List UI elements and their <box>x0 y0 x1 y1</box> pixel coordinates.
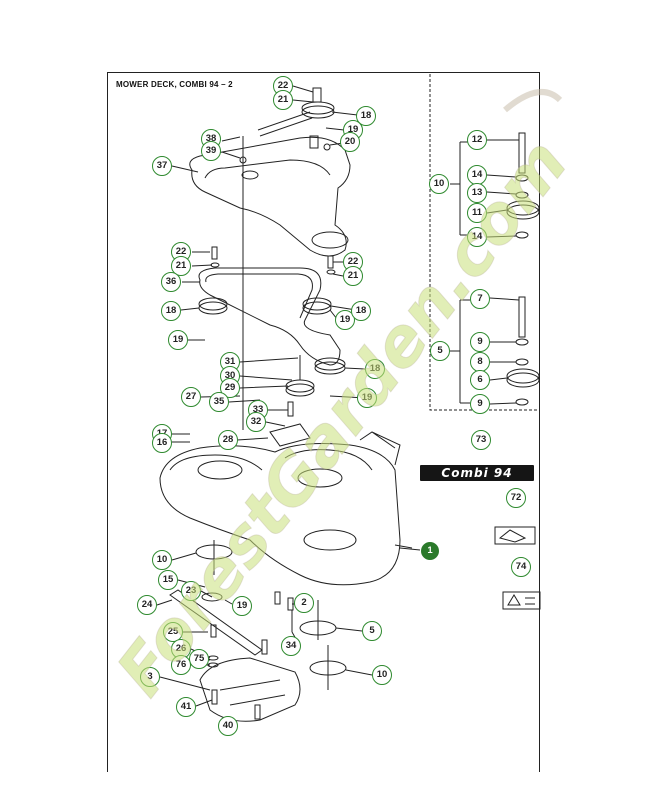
part-callout-21[interactable]: 21 <box>273 90 293 110</box>
combi-decal-label: Combi 94 <box>441 466 513 480</box>
part-callout-39[interactable]: 39 <box>201 141 221 161</box>
part-callout-3[interactable]: 3 <box>140 667 160 687</box>
part-callout-10[interactable]: 10 <box>152 550 172 570</box>
part-callout-15[interactable]: 15 <box>158 570 178 590</box>
part-callout-24[interactable]: 24 <box>137 595 157 615</box>
part-callout-75[interactable]: 75 <box>189 649 209 669</box>
part-callout-27[interactable]: 27 <box>181 387 201 407</box>
part-callout-10[interactable]: 10 <box>429 174 449 194</box>
part-callout-28[interactable]: 28 <box>218 430 238 450</box>
part-callout-10[interactable]: 10 <box>372 665 392 685</box>
part-callout-21[interactable]: 21 <box>343 266 363 286</box>
part-callout-37[interactable]: 37 <box>152 156 172 176</box>
part-callout-14[interactable]: 14 <box>467 165 487 185</box>
part-callout-20[interactable]: 20 <box>340 132 360 152</box>
part-callout-76[interactable]: 76 <box>171 655 191 675</box>
part-callout-32[interactable]: 32 <box>246 412 266 432</box>
part-callout-19[interactable]: 19 <box>357 388 377 408</box>
part-callout-6[interactable]: 6 <box>470 370 490 390</box>
part-callout-23[interactable]: 23 <box>181 581 201 601</box>
part-callout-40[interactable]: 40 <box>218 716 238 736</box>
part-callout-2[interactable]: 2 <box>294 593 314 613</box>
part-callout-5[interactable]: 5 <box>430 341 450 361</box>
part-callout-14[interactable]: 14 <box>467 227 487 247</box>
part-callout-7[interactable]: 7 <box>470 289 490 309</box>
part-callout-9[interactable]: 9 <box>470 394 490 414</box>
part-callout-5[interactable]: 5 <box>362 621 382 641</box>
part-callout-41[interactable]: 41 <box>176 697 196 717</box>
part-callout-18[interactable]: 18 <box>161 301 181 321</box>
diagram-title: MOWER DECK, COMBI 94 – 2 <box>116 80 233 89</box>
part-callout-73[interactable]: 73 <box>471 430 491 450</box>
part-callout-9[interactable]: 9 <box>470 332 490 352</box>
part-callout-18[interactable]: 18 <box>365 359 385 379</box>
part-callout-35[interactable]: 35 <box>209 392 229 412</box>
part-callout-11[interactable]: 11 <box>467 203 487 223</box>
part-callout-19[interactable]: 19 <box>168 330 188 350</box>
part-callout-1[interactable]: 1 <box>421 542 439 560</box>
part-callout-18[interactable]: 18 <box>356 106 376 126</box>
part-callout-74[interactable]: 74 <box>511 557 531 577</box>
part-callout-36[interactable]: 36 <box>161 272 181 292</box>
part-callout-13[interactable]: 13 <box>467 183 487 203</box>
part-callout-8[interactable]: 8 <box>470 352 490 372</box>
part-callout-12[interactable]: 12 <box>467 130 487 150</box>
part-callout-19[interactable]: 19 <box>335 310 355 330</box>
part-callout-34[interactable]: 34 <box>281 636 301 656</box>
combi-decal: Combi 94 <box>420 465 534 481</box>
diagram-frame <box>107 72 540 772</box>
part-callout-19[interactable]: 19 <box>232 596 252 616</box>
part-callout-18[interactable]: 18 <box>351 301 371 321</box>
part-callout-16[interactable]: 16 <box>152 433 172 453</box>
part-callout-21[interactable]: 21 <box>171 256 191 276</box>
part-callout-72[interactable]: 72 <box>506 488 526 508</box>
